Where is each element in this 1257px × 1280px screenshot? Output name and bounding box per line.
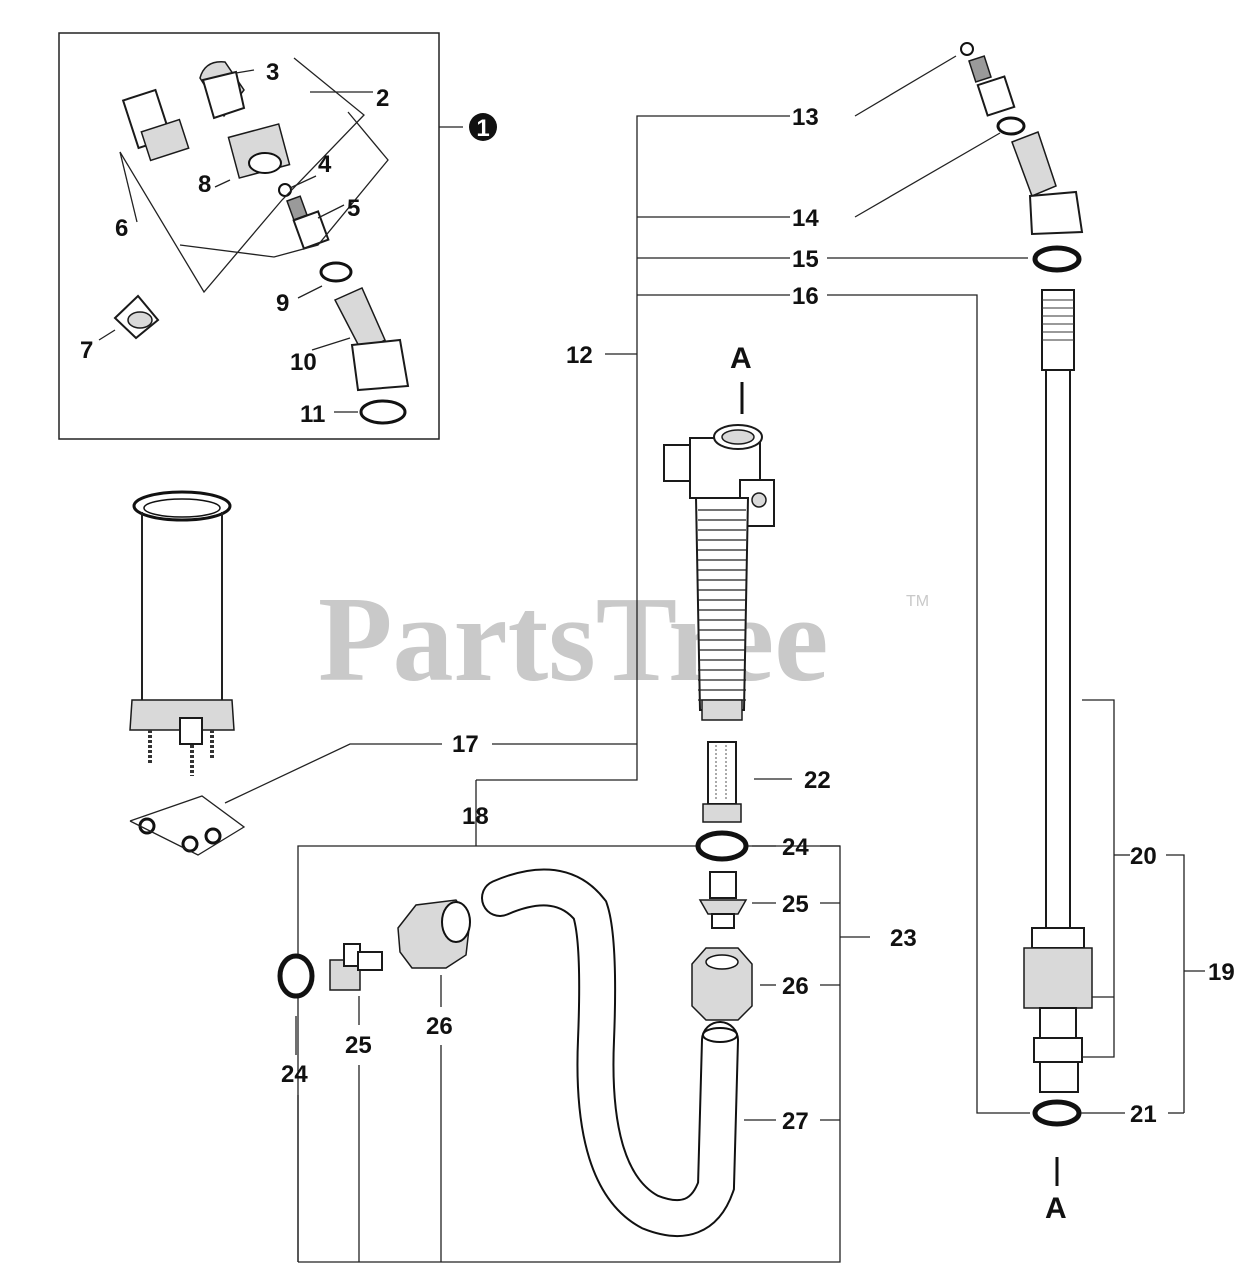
part-7-tip	[113, 294, 160, 340]
watermark-trademark: TM	[906, 593, 929, 610]
inset-box	[58, 32, 440, 440]
label-part-11: 11	[300, 401, 325, 428]
section-marker-a-bottom: A	[1045, 1192, 1067, 1225]
label-part-2: 2	[376, 85, 389, 112]
label-part-26-right: 26	[782, 973, 809, 1000]
part-13-valve	[968, 55, 1016, 117]
part-17-washer-c	[204, 827, 222, 845]
part-9-washer	[319, 261, 353, 283]
part-5-valve	[286, 195, 330, 250]
label-part-26-left: 26	[426, 1013, 453, 1040]
callout-badge	[469, 113, 497, 141]
label-part-25-left: 25	[345, 1032, 372, 1059]
part-27-hose	[481, 868, 739, 1237]
label-part-3: 3	[266, 59, 279, 86]
label-part-8: 8	[198, 171, 211, 198]
part-21-washer	[1032, 1099, 1082, 1127]
callout-badge-number: 1	[476, 115, 489, 142]
part-10-elbow	[333, 287, 410, 392]
part-26-nut-right	[691, 947, 753, 1021]
part-4-o-ring	[278, 183, 292, 197]
section-marker-a-top: A	[730, 342, 752, 375]
label-part-10: 10	[290, 349, 317, 376]
part-8-nut	[227, 123, 291, 179]
part-24-washer-left	[277, 953, 315, 999]
label-part-14: 14	[792, 205, 819, 232]
label-part-4: 4	[318, 151, 332, 178]
label-part-7: 7	[80, 337, 93, 364]
part-15-washer	[1032, 245, 1082, 273]
label-part-22: 22	[804, 767, 831, 794]
part-14-elbow	[1011, 131, 1084, 236]
part-11-washer	[359, 399, 407, 425]
label-part-13: 13	[792, 104, 819, 131]
label-part-23: 23	[890, 925, 917, 952]
label-part-21: 21	[1130, 1101, 1157, 1128]
label-part-17: 17	[452, 731, 479, 758]
part-17-tube	[129, 490, 235, 776]
label-part-12: 12	[566, 342, 593, 369]
label-part-15: 15	[792, 246, 819, 273]
label-part-5: 5	[347, 195, 360, 222]
part-14-washer	[996, 116, 1026, 136]
part-13-o-ring	[960, 42, 974, 56]
part-3-nozzle-tip	[199, 61, 246, 120]
watermark-text: PartsTree	[318, 572, 828, 707]
label-part-20: 20	[1130, 843, 1157, 870]
part-24-washer-right	[695, 830, 749, 862]
label-part-27: 27	[782, 1108, 809, 1135]
label-part-6: 6	[115, 215, 128, 242]
part-25-connector-right	[698, 871, 748, 929]
label-part-9: 9	[276, 290, 289, 317]
part-25-connector-left	[329, 943, 383, 991]
label-part-25-right: 25	[782, 891, 809, 918]
part-17-washer-a	[138, 817, 156, 835]
label-part-16: 16	[792, 283, 819, 310]
label-part-24-left: 24	[281, 1061, 308, 1088]
label-part-18: 18	[462, 803, 489, 830]
label-part-19: 19	[1208, 959, 1235, 986]
part-22-filter	[702, 741, 742, 823]
part-16-wand	[1023, 289, 1093, 1093]
part-valve-body-assembly	[663, 424, 775, 721]
label-part-24-right: 24	[782, 834, 809, 861]
part-26-nut-left	[397, 899, 471, 969]
part-6-nozzle-cap	[121, 88, 190, 162]
